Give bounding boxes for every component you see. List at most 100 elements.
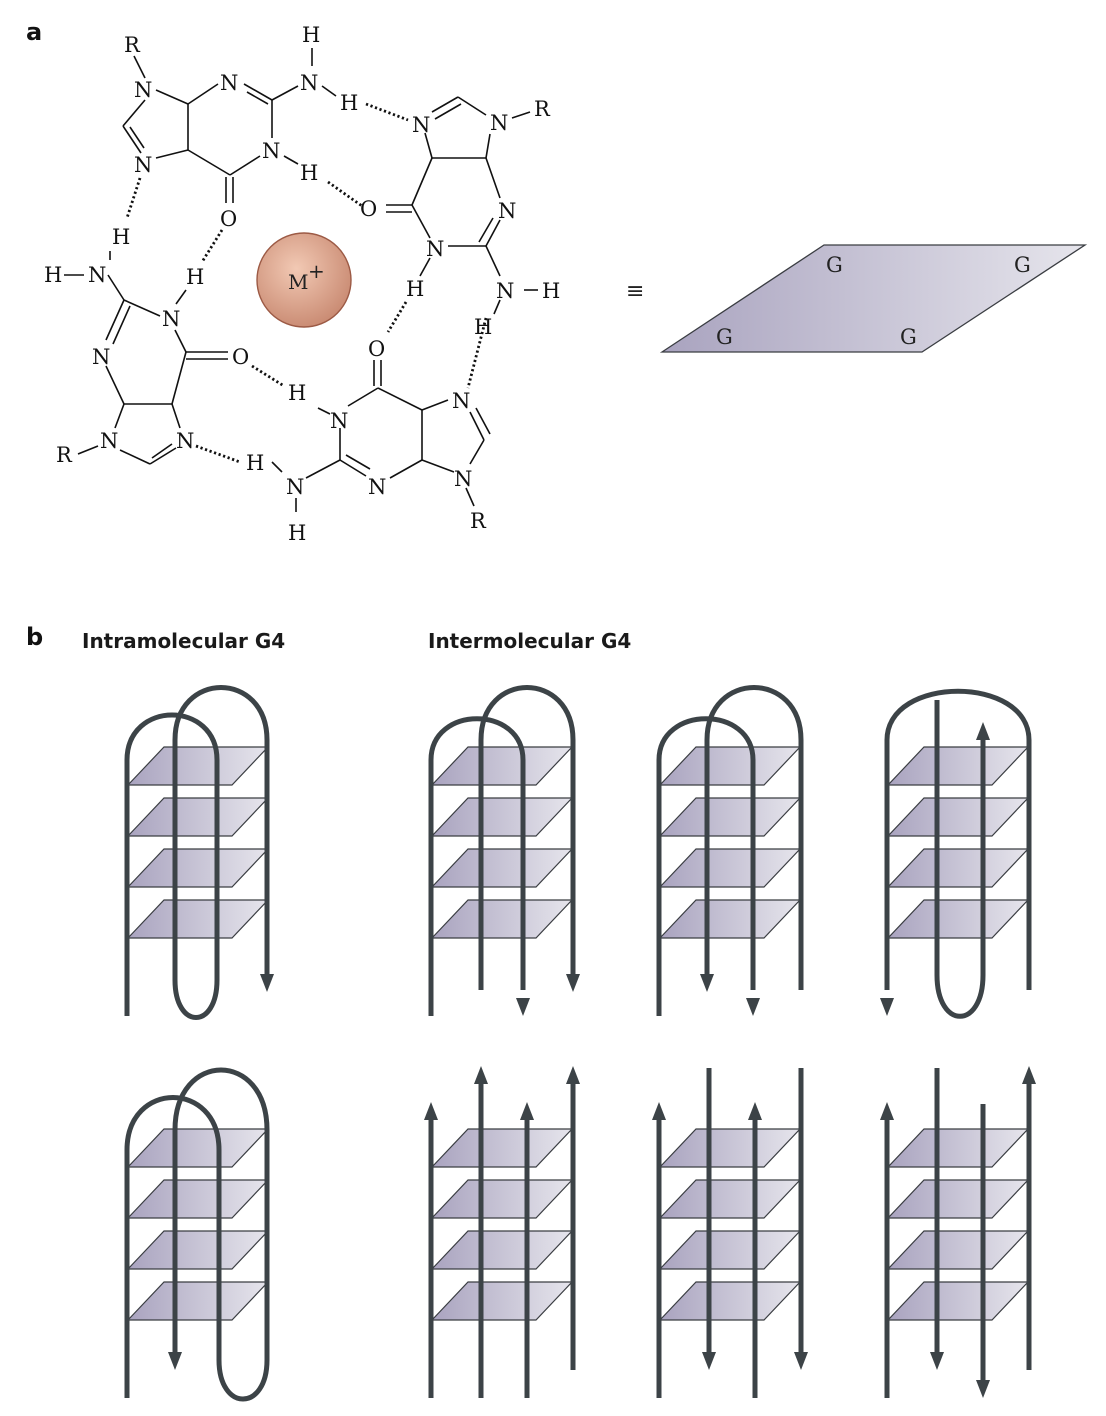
atom-n: N bbox=[300, 71, 318, 95]
tetrad-g-label: G bbox=[716, 325, 733, 349]
atom-n: N bbox=[498, 199, 516, 223]
g-tetrad-layer bbox=[886, 1230, 1030, 1270]
g-tetrad-layer bbox=[430, 1281, 574, 1321]
dna-strand bbox=[428, 716, 526, 1016]
metal-ion: M + bbox=[256, 232, 352, 328]
strand-direction-arrow bbox=[702, 1352, 716, 1370]
g-tetrad-layer bbox=[126, 899, 270, 939]
atom-n: N bbox=[330, 409, 348, 433]
guanine-bottom-left: H N H N H N O N N R bbox=[44, 225, 249, 467]
metal-ion-charge: + bbox=[308, 259, 325, 283]
g-tetrad-layer bbox=[430, 1128, 574, 1168]
g-tetrad-layer bbox=[126, 1281, 270, 1321]
g-tetrad-layer bbox=[430, 797, 574, 837]
atom-h: H bbox=[302, 23, 320, 47]
strand-direction-arrow bbox=[168, 1352, 182, 1370]
guanine-top-right: N N R O N N H N H H bbox=[360, 96, 560, 339]
atom-h: H bbox=[288, 381, 306, 405]
atom-n: N bbox=[92, 345, 110, 369]
atom-n: N bbox=[162, 307, 180, 331]
g-tetrad-layer bbox=[886, 848, 1030, 888]
atom-r: R bbox=[470, 509, 487, 533]
strand-direction-arrow bbox=[474, 1066, 488, 1084]
g-tetrad-layer bbox=[886, 746, 1030, 786]
strand-direction-arrow bbox=[566, 1066, 580, 1084]
strand-direction-arrow bbox=[652, 1102, 666, 1120]
g4-topology-4 bbox=[880, 688, 1032, 1019]
g-tetrad-layer bbox=[126, 848, 270, 888]
guanine-bottom-right: O H N N H N N N H R bbox=[246, 337, 491, 545]
g-tetrad-layer bbox=[658, 899, 802, 939]
g4-topology-8 bbox=[880, 1066, 1036, 1398]
strand-direction-arrow bbox=[794, 1352, 808, 1370]
atom-n: N bbox=[88, 263, 106, 287]
atom-n: N bbox=[426, 237, 444, 261]
atom-n: N bbox=[176, 429, 194, 453]
strand-direction-arrow bbox=[520, 1102, 534, 1120]
atom-h: H bbox=[542, 279, 560, 303]
g-tetrad-layer bbox=[658, 1128, 802, 1168]
g4-topology-6 bbox=[424, 1066, 580, 1398]
atom-n: N bbox=[454, 467, 472, 491]
atom-r: R bbox=[56, 443, 73, 467]
g-tetrad-layer bbox=[430, 1230, 574, 1270]
atom-r: R bbox=[534, 97, 551, 121]
atom-n: N bbox=[100, 429, 118, 453]
g-tetrad-layer bbox=[658, 797, 802, 837]
g-tetrad-layer bbox=[886, 899, 1030, 939]
atom-r: R bbox=[124, 33, 141, 57]
dna-strand bbox=[124, 685, 270, 1020]
g-tetrad-layer bbox=[658, 1179, 802, 1219]
strand-direction-arrow bbox=[746, 998, 760, 1016]
atom-n: N bbox=[452, 389, 470, 413]
panel-a-label: a bbox=[26, 18, 42, 46]
g-tetrad-layer bbox=[126, 1128, 270, 1168]
atom-n: N bbox=[134, 153, 152, 177]
g-tetrad-layer bbox=[126, 746, 270, 786]
g-tetrad-layer bbox=[658, 746, 802, 786]
atom-n: N bbox=[496, 279, 514, 303]
g-tetrad-layer bbox=[126, 1179, 270, 1219]
atom-h: H bbox=[288, 521, 306, 545]
g-tetrad-layer bbox=[430, 746, 574, 786]
dna-strand bbox=[934, 700, 986, 1019]
g-tetrad-layer bbox=[886, 1179, 1030, 1219]
atom-h: H bbox=[300, 161, 318, 185]
atom-n: N bbox=[134, 78, 152, 102]
atom-n: N bbox=[286, 475, 304, 499]
strand-direction-arrow bbox=[260, 974, 274, 992]
g-tetrad-layer bbox=[658, 1281, 802, 1321]
atom-h: H bbox=[474, 315, 492, 339]
dna-strand bbox=[656, 716, 756, 1016]
g-tetrad-layer bbox=[658, 1230, 802, 1270]
strand-direction-arrow bbox=[880, 998, 894, 1016]
strand-direction-arrow bbox=[976, 1380, 990, 1398]
g-tetrad-layer bbox=[430, 899, 574, 939]
atom-o: O bbox=[368, 337, 385, 361]
g4-topologies bbox=[124, 685, 1036, 1402]
atom-o: O bbox=[360, 197, 377, 221]
hydrogen-bonds bbox=[125, 102, 488, 464]
strand-direction-arrow bbox=[930, 1352, 944, 1370]
strand-direction-arrow bbox=[566, 974, 580, 992]
atom-n: N bbox=[262, 139, 280, 163]
g-tetrad-layer bbox=[430, 848, 574, 888]
g4-topology-1 bbox=[124, 685, 274, 1020]
strand-direction-arrow bbox=[516, 998, 530, 1016]
g-tetrad-layer bbox=[886, 1281, 1030, 1321]
panel-b-label: b bbox=[26, 623, 43, 651]
g-tetrad-structure: R N N N N N H H H O bbox=[44, 23, 560, 545]
g-tetrad-plane: G G G G bbox=[659, 244, 1088, 353]
g-tetrad-layer bbox=[658, 848, 802, 888]
strand-direction-arrow bbox=[424, 1102, 438, 1120]
intermolecular-title: Intermolecular G4 bbox=[428, 629, 631, 653]
atom-h: H bbox=[340, 91, 358, 115]
tetrad-g-label: G bbox=[900, 325, 917, 349]
g-tetrad-layer bbox=[886, 1128, 1030, 1168]
atom-h: H bbox=[112, 225, 130, 249]
g-tetrad-layer bbox=[126, 797, 270, 837]
metal-ion-symbol: M bbox=[288, 270, 308, 294]
tetrad-g-label: G bbox=[1014, 253, 1031, 277]
g4-topology-2 bbox=[428, 685, 580, 1016]
